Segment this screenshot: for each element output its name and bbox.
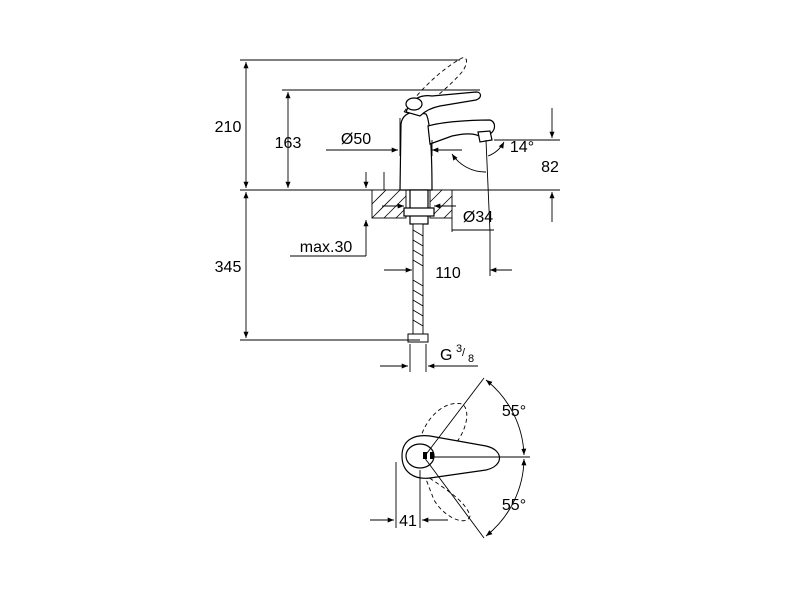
side-view: 210 163 Ø50 14° 82 Ø34 max.30 bbox=[215, 57, 560, 372]
supply-hose bbox=[407, 223, 429, 343]
dim-label-g: G bbox=[440, 347, 452, 364]
dim-label-41: 41 bbox=[399, 513, 417, 530]
top-view: 55° 55° 41 bbox=[370, 377, 530, 539]
angle-arc-14 bbox=[451, 153, 487, 173]
angle-arc-55-lower bbox=[485, 458, 527, 537]
faucet-lever bbox=[405, 91, 482, 117]
dim-label-d34: Ø34 bbox=[463, 209, 493, 226]
mounting-nut bbox=[403, 207, 435, 217]
dim-label-55-lower: 55° bbox=[502, 497, 526, 514]
dim-label-max30: max.30 bbox=[300, 239, 353, 256]
mounting-shank bbox=[409, 189, 429, 225]
angle-arc-55-upper bbox=[485, 379, 527, 456]
dim-label-210: 210 bbox=[215, 119, 242, 136]
faucet-body bbox=[399, 111, 433, 191]
spout-axis-line bbox=[485, 139, 491, 233]
radius-line-upper bbox=[423, 377, 485, 458]
spout-aerator bbox=[477, 130, 493, 143]
dim-label-163: 163 bbox=[275, 135, 302, 152]
lever-pivot bbox=[405, 97, 423, 111]
dim-label-14deg: 14° bbox=[510, 139, 534, 156]
faucet-spout bbox=[427, 119, 496, 145]
dim-label-55-upper: 55° bbox=[502, 403, 526, 420]
indicator-mark-right bbox=[430, 452, 434, 459]
dim-label-110: 110 bbox=[435, 265, 461, 282]
dim-label-g-den: 8 bbox=[468, 353, 474, 365]
radius-line-lower bbox=[423, 456, 485, 539]
dim-label-g-num: 3 bbox=[456, 343, 462, 355]
lever-ghost-top-lower bbox=[423, 472, 471, 522]
lever-ghost-outline bbox=[403, 57, 467, 115]
angle-arc-14b bbox=[487, 141, 505, 157]
dim-label-345: 345 bbox=[215, 259, 242, 276]
dim-label-g-slash: / bbox=[462, 347, 466, 359]
dim-label-82: 82 bbox=[541, 159, 559, 176]
dim-label-d50: Ø50 bbox=[341, 131, 371, 148]
